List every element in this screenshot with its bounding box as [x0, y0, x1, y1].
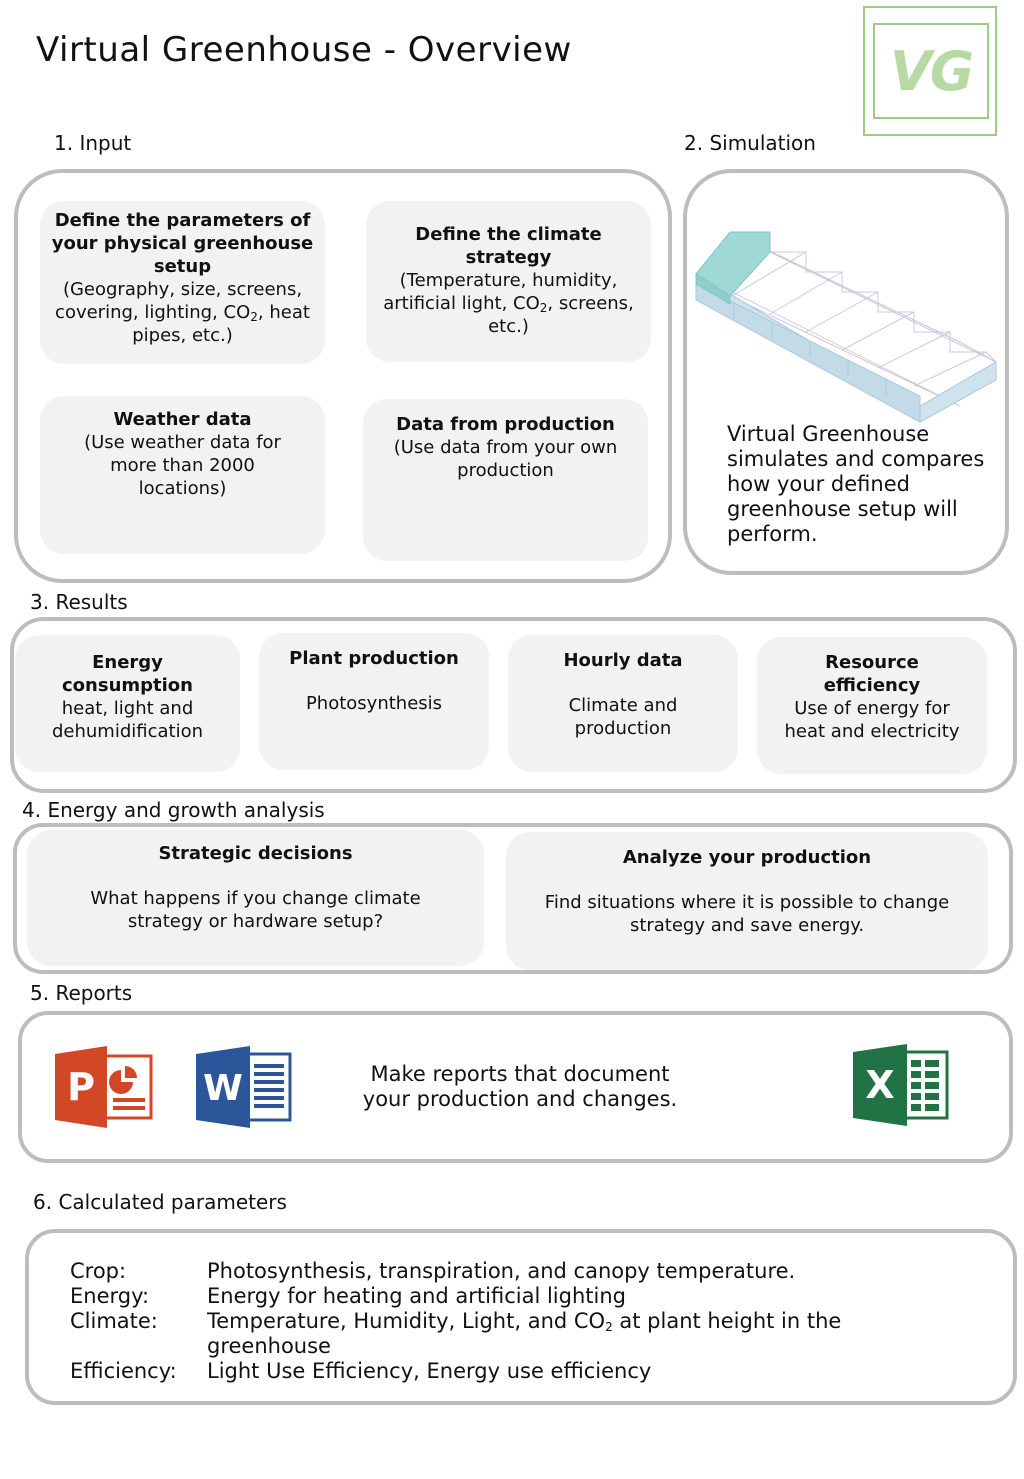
result-card-energy-consumption: Energy consumption heat, light and dehum…: [15, 635, 240, 772]
section-label-reports: 5. Reports: [30, 981, 133, 1005]
vg-logo-inner: VG: [873, 23, 989, 119]
section-label-analysis: 4. Energy and growth analysis: [22, 798, 325, 822]
excel-letter: X: [865, 1063, 894, 1107]
result-card-body: heat, light and dehumidification: [51, 698, 204, 742]
parameter-value-energy: Energy for heating and artificial lighti…: [207, 1284, 626, 1308]
section-label-results: 3. Results: [30, 590, 128, 614]
input-card-title: Define the parameters of your physical g…: [51, 210, 314, 277]
input-card-body: (Use data from your own production: [393, 437, 618, 481]
result-card-body: Photosynthesis: [305, 693, 443, 714]
parameter-value-climate: Temperature, Humidity, Light, and CO2 at…: [207, 1309, 842, 1358]
parameter-label-energy: Energy:: [70, 1284, 150, 1308]
reports-frame: [18, 1011, 1013, 1163]
powerpoint-letter: P: [67, 1065, 95, 1109]
input-card-body: (Temperature, humidity, artificial light…: [383, 270, 634, 337]
input-card-physical-setup: Define the parameters of your physical g…: [40, 201, 325, 364]
input-card-body: (Use weather data for more than 2000 loc…: [84, 432, 281, 499]
excel-icon: X: [853, 1044, 949, 1126]
analysis-card-title: Strategic decisions: [158, 843, 353, 864]
greenhouse-illustration: [695, 231, 997, 423]
result-card-body: Use of energy for heat and electricity: [784, 698, 960, 742]
parameters-frame: [25, 1229, 1017, 1405]
analysis-card-body: What happens if you change climate strat…: [90, 888, 421, 932]
parameter-label-climate: Climate:: [70, 1309, 158, 1333]
reports-description: Make reports that document your producti…: [362, 1062, 678, 1111]
analysis-card-strategic-decisions: Strategic decisions What happens if you …: [27, 830, 484, 966]
result-card-resource-efficiency: Resource efficiency Use of energy for he…: [757, 637, 987, 774]
result-card-title: Plant production: [289, 648, 459, 669]
analysis-card-title: Analyze your production: [622, 847, 872, 868]
powerpoint-icon: P: [55, 1046, 153, 1128]
word-icon: W: [196, 1046, 292, 1128]
result-card-title: Energy consumption: [62, 652, 193, 696]
input-card-weather-data: Weather data (Use weather data for more …: [40, 396, 325, 554]
input-card-title: Define the climate strategy: [415, 224, 602, 268]
vg-logo-text: VG: [889, 39, 974, 103]
result-card-title: Hourly data: [563, 650, 683, 671]
result-card-body: Climate and production: [568, 695, 678, 739]
input-card-title: Weather data: [113, 409, 252, 430]
parameter-value-efficiency: Light Use Efficiency, Energy use efficie…: [207, 1359, 652, 1383]
page-title: Virtual Greenhouse - Overview: [36, 30, 572, 70]
section-label-parameters: 6. Calculated parameters: [33, 1190, 287, 1214]
analysis-card-analyze-production: Analyze your production Find situations …: [506, 832, 988, 970]
input-card-title: Data from production: [396, 414, 615, 435]
input-card-production-data: Data from production (Use data from your…: [363, 399, 648, 561]
section-label-simulation: 2. Simulation: [684, 131, 816, 155]
section-label-input: 1. Input: [54, 131, 132, 155]
simulation-description: Virtual Greenhouse simulates and compare…: [727, 422, 985, 546]
word-letter: W: [203, 1068, 243, 1109]
result-card-hourly-data: Hourly data Climate and production: [508, 635, 738, 772]
result-card-plant-production: Plant production Photosynthesis: [259, 633, 489, 770]
result-card-title: Resource efficiency: [823, 652, 921, 696]
parameter-label-efficiency: Efficiency:: [70, 1359, 177, 1383]
input-card-climate-strategy: Define the climate strategy (Temperature…: [366, 201, 651, 362]
analysis-card-body: Find situations where it is possible to …: [544, 892, 950, 936]
parameter-value-crop: Photosynthesis, transpiration, and canop…: [207, 1259, 796, 1283]
parameter-label-crop: Crop:: [70, 1259, 127, 1283]
vg-logo: VG: [863, 6, 997, 136]
input-card-body: (Geography, size, screens, covering, lig…: [55, 279, 310, 346]
